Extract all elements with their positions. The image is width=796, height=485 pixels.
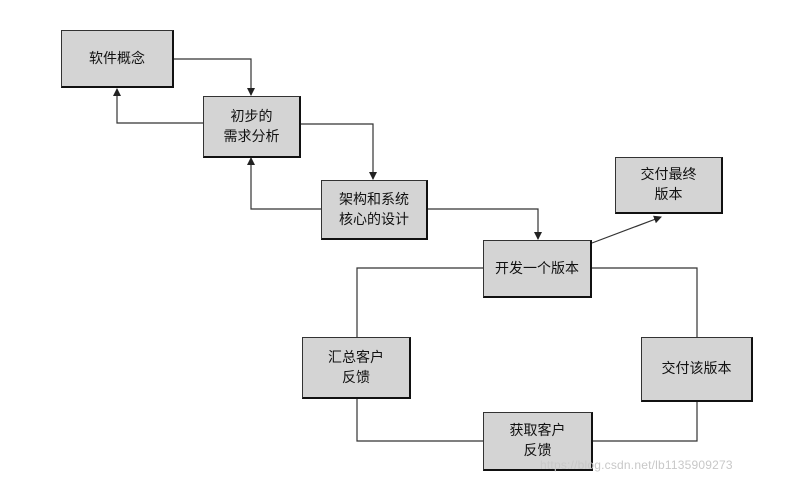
line-develop-to-deliver — [592, 267, 698, 337]
node-software-concept: 软件概念 — [61, 30, 174, 88]
arrow-concept-to-analysis — [174, 58, 255, 96]
node-collect-customer-feedback-line2: 反馈 — [342, 369, 370, 386]
line-get-feedback-to-collect — [356, 399, 483, 442]
line-deliver-to-get-feedback — [593, 402, 698, 442]
node-architecture-core-design: 架构和系统 核心的设计 — [321, 180, 428, 240]
node-develop-version: 开发一个版本 — [483, 240, 592, 298]
node-deliver-final-version: 交付最终 版本 — [615, 157, 723, 214]
node-deliver-this-version-line1: 交付该版本 — [661, 361, 732, 377]
node-get-customer-feedback: 获取客户 反馈 — [483, 412, 593, 471]
node-architecture-core-design-line2: 核心的设计 — [339, 211, 409, 228]
node-develop-version-line1: 开发一个版本 — [495, 260, 579, 277]
watermark-url: https://blog.csdn.net/lb1135909273 — [540, 458, 733, 472]
arrow-architecture-to-develop — [428, 208, 542, 240]
node-initial-requirements-analysis: 初步的 需求分析 — [203, 96, 301, 158]
node-deliver-final-version-line2: 版本 — [654, 187, 683, 203]
arrow-analysis-to-architecture — [301, 123, 377, 180]
node-deliver-this-version: 交付该版本 — [641, 337, 753, 402]
arrow-develop-to-final — [591, 215, 662, 244]
node-initial-requirements-analysis-line1: 初步的 — [230, 108, 273, 125]
arrow-analysis-to-concept — [113, 88, 203, 124]
node-deliver-final-version-line1: 交付最终 — [640, 167, 697, 183]
node-software-concept-line1: 软件概念 — [89, 50, 145, 67]
node-collect-customer-feedback: 汇总客户 反馈 — [302, 337, 411, 399]
node-collect-customer-feedback-line1: 汇总客户 — [328, 349, 384, 366]
node-get-customer-feedback-line1: 获取客户 — [509, 423, 566, 439]
node-initial-requirements-analysis-line2: 需求分析 — [223, 128, 280, 145]
node-get-customer-feedback-line2: 反馈 — [523, 443, 552, 459]
node-architecture-core-design-line1: 架构和系统 — [339, 191, 409, 208]
line-collect-to-develop — [356, 267, 483, 337]
arrow-architecture-to-analysis — [247, 157, 321, 210]
